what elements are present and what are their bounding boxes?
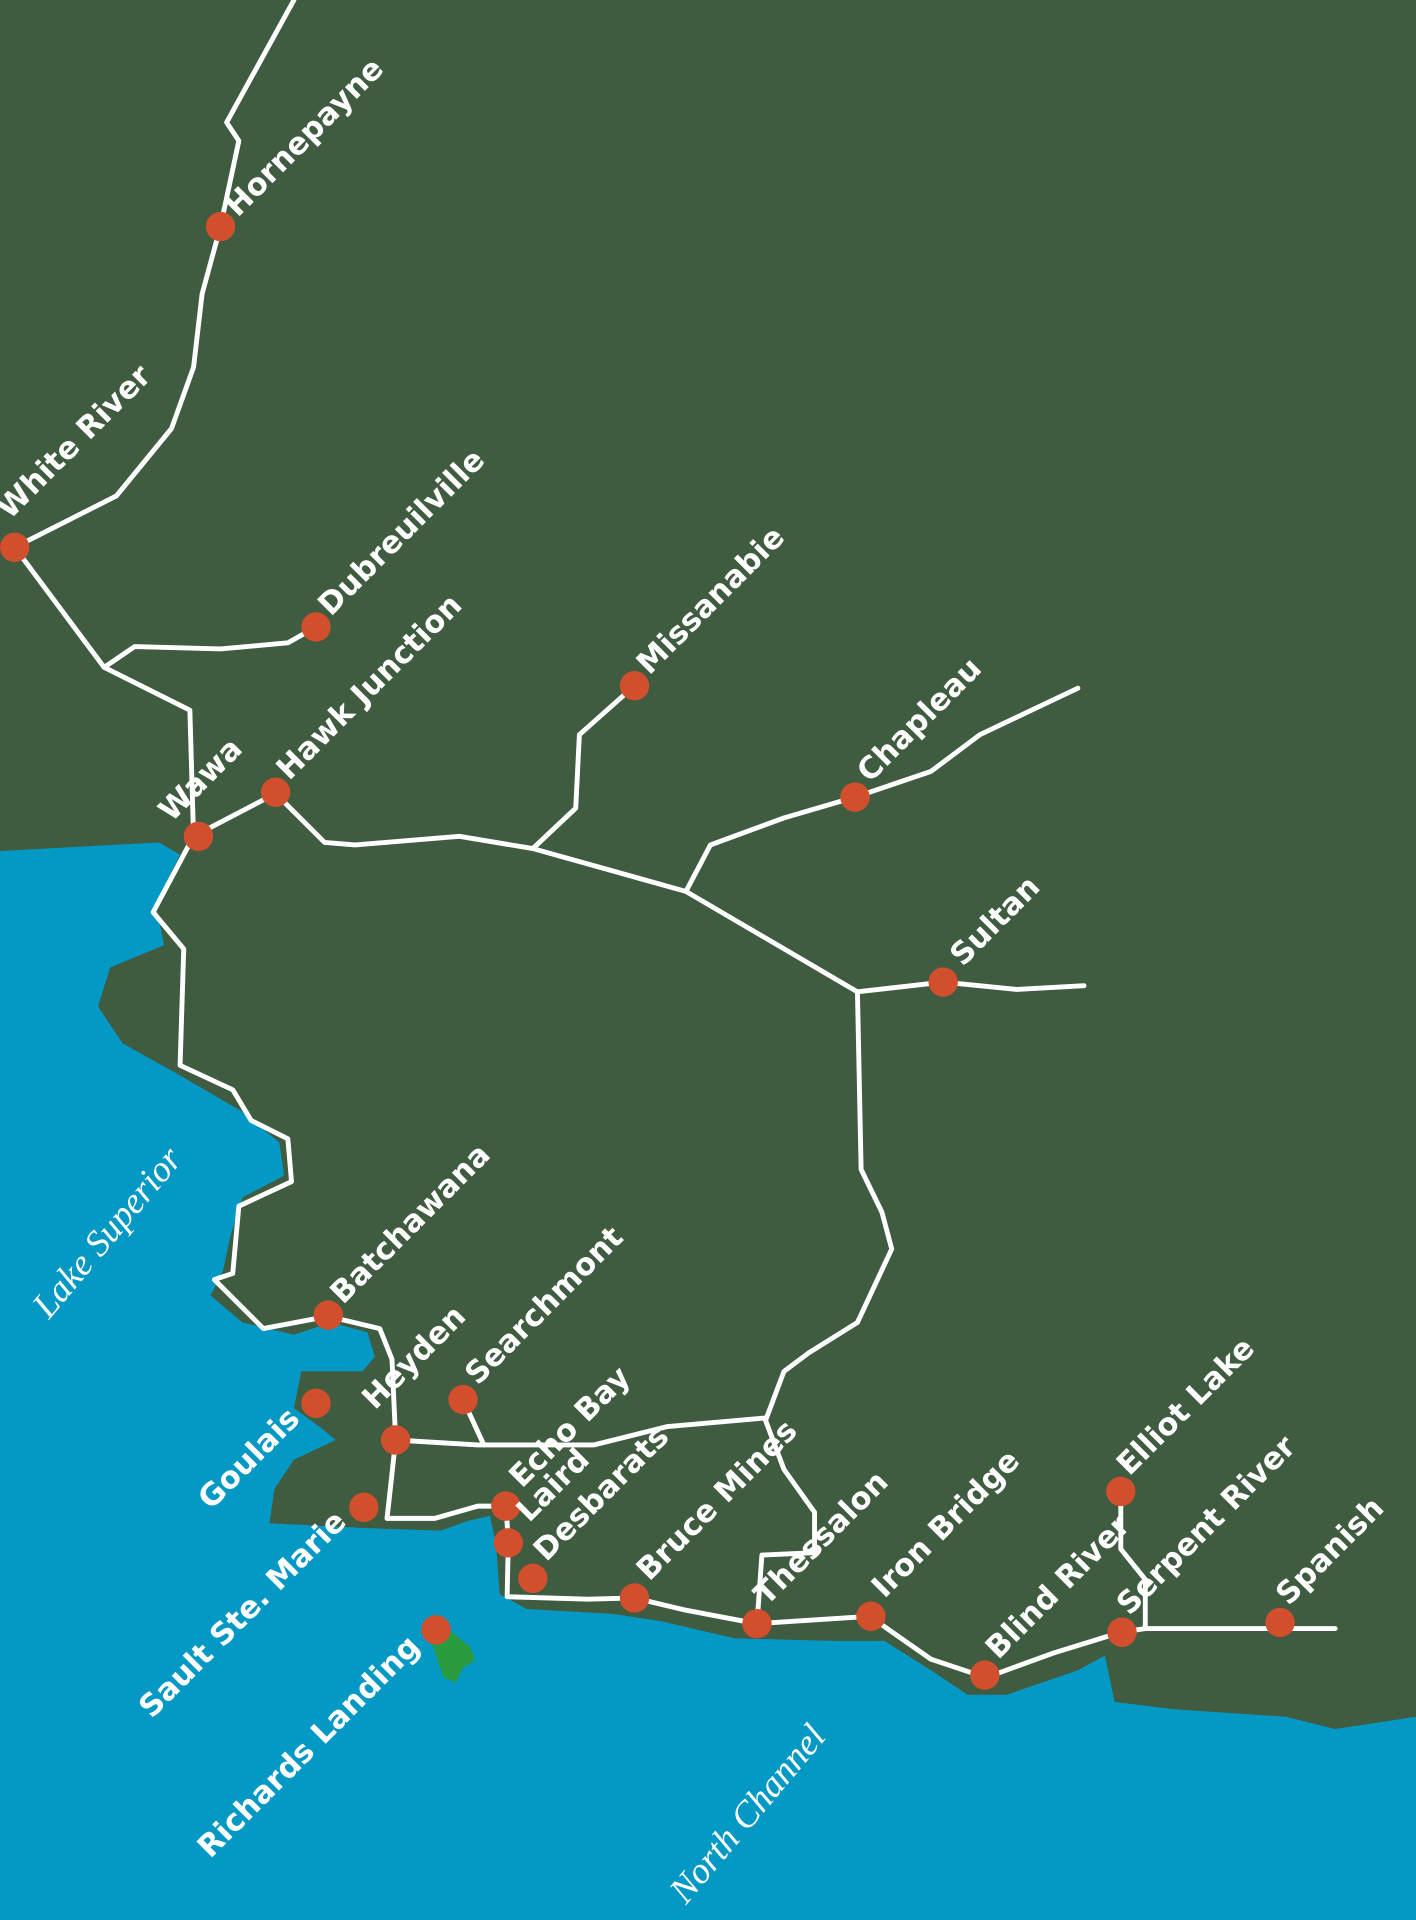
town-marker[interactable] (928, 967, 958, 997)
town-marker[interactable] (349, 1492, 379, 1523)
town-marker[interactable] (491, 1491, 521, 1521)
town-marker[interactable] (840, 782, 870, 812)
road (12, 544, 196, 839)
town-marker[interactable] (205, 211, 236, 242)
water (0, 842, 1416, 1920)
town-marker[interactable] (0, 532, 30, 563)
town-marker[interactable] (742, 1608, 772, 1639)
road (101, 624, 319, 670)
road (393, 1415, 769, 1448)
town-marker[interactable] (619, 1583, 650, 1613)
town-marker[interactable] (301, 1388, 331, 1418)
town-marker[interactable] (970, 1660, 1000, 1690)
road (150, 833, 399, 1521)
town-marker[interactable] (448, 1384, 478, 1415)
town-marker[interactable] (183, 821, 214, 852)
town-marker[interactable] (260, 777, 291, 807)
road (530, 683, 637, 852)
town-marker[interactable] (1265, 1607, 1295, 1638)
town-marker[interactable] (421, 1615, 451, 1645)
town-marker[interactable] (619, 671, 650, 701)
town-marker[interactable] (380, 1425, 411, 1455)
island-st-joseph (428, 1631, 476, 1683)
town-marker[interactable] (856, 1601, 886, 1632)
town-marker[interactable] (493, 1528, 524, 1558)
town-marker[interactable] (313, 1300, 343, 1330)
town-marker[interactable] (301, 612, 331, 642)
road (1118, 1488, 1148, 1632)
road-network (12, 0, 1338, 1680)
road (763, 989, 895, 1423)
town-marker[interactable] (1106, 1476, 1136, 1507)
town-marker[interactable] (518, 1563, 548, 1594)
road (754, 1417, 818, 1627)
town-marker[interactable] (1107, 1617, 1137, 1647)
road (12, 0, 297, 550)
